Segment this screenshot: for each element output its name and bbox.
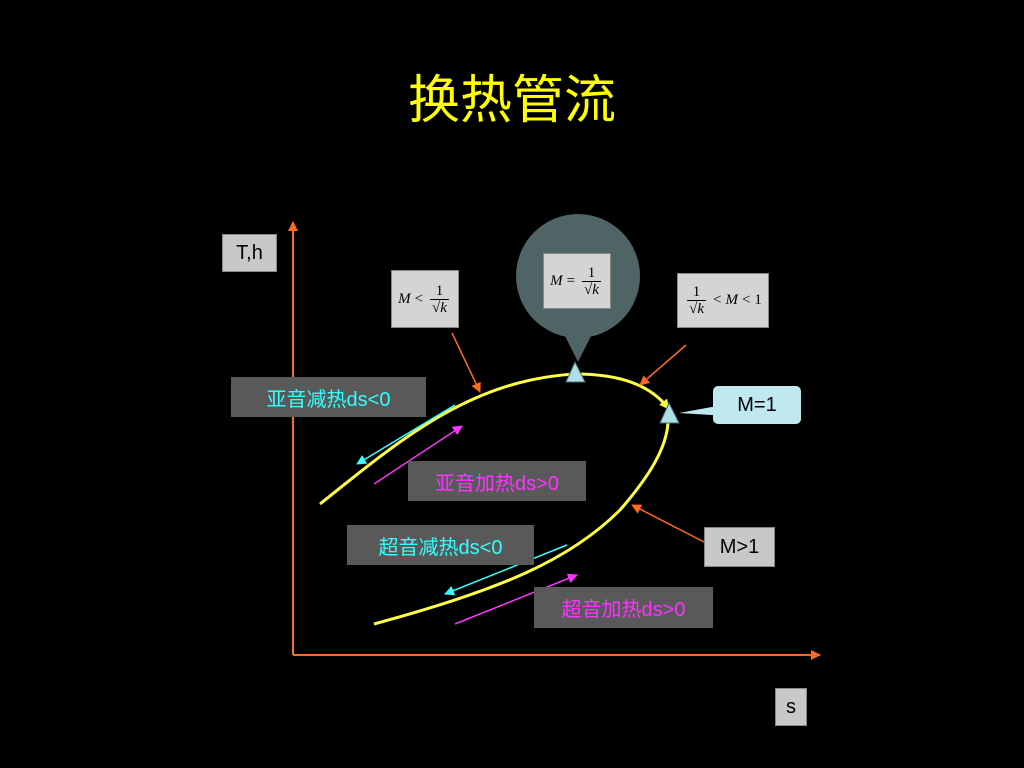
label-m-greater-1: M>1	[704, 527, 775, 567]
formula-bubble-lhs: M	[550, 272, 563, 289]
formula-left: M < 1 √k	[391, 270, 459, 328]
slide-title: 换热管流	[407, 71, 616, 131]
arrow-subsonic-heating	[373, 425, 463, 485]
pointer-m-greater-1	[631, 504, 707, 544]
formula-left-lhs: M	[398, 290, 411, 307]
formula-left-num: 1	[435, 282, 444, 299]
formula-right: 1 √k < M < 1	[677, 273, 769, 328]
label-m-equal-1: M=1	[713, 386, 801, 424]
formula-bubble-fraction: 1 √k	[582, 265, 601, 298]
label-supersonic-cooling: 超音减热ds<0	[347, 525, 534, 565]
arrow-supersonic-cooling	[444, 544, 568, 596]
formula-left-fraction: 1 √k	[430, 283, 449, 316]
formula-right-rhs: 1	[754, 292, 762, 308]
arrow-supersonic-heating	[454, 573, 578, 625]
arrow-subsonic-cooling	[356, 404, 456, 465]
formula-right-fraction: 1 √k	[687, 284, 706, 317]
sqrt-symbol: √	[689, 301, 698, 317]
pointer-right-formula	[639, 344, 687, 386]
supersonic-curve	[373, 413, 670, 626]
triangle-marker-right	[659, 401, 680, 424]
formula-bubble-op: =	[566, 272, 576, 289]
formula-right-den-var: k	[697, 301, 704, 317]
x-axis-label: s	[775, 688, 807, 726]
formula-left-op: <	[414, 290, 424, 307]
label-supersonic-heating: 超音加热ds>0	[534, 587, 713, 628]
label-subsonic-cooling: 亚音减热ds<0	[231, 377, 426, 417]
formula-right-op2: <	[741, 292, 751, 308]
triangle-marker-top	[565, 360, 586, 383]
pointer-left-formula	[451, 332, 481, 393]
y-axis-label: T,h	[222, 234, 277, 272]
formula-right-mid: M	[725, 292, 738, 308]
sqrt-symbol: √	[584, 281, 593, 298]
formula-bubble: M = 1 √k	[543, 253, 611, 309]
formula-left-den: √k	[430, 298, 449, 316]
label-subsonic-heating: 亚音加热ds>0	[408, 461, 586, 501]
formula-bubble-num: 1	[587, 264, 596, 281]
subsonic-curve	[319, 372, 670, 506]
formula-right-num: 1	[692, 284, 701, 300]
sqrt-symbol: √	[432, 299, 441, 316]
formula-bubble-den: √k	[582, 280, 601, 298]
formula-right-op1: <	[712, 292, 722, 308]
formula-right-den: √k	[687, 300, 706, 317]
formula-bubble-den-var: k	[592, 281, 599, 298]
formula-left-den-var: k	[440, 299, 447, 316]
